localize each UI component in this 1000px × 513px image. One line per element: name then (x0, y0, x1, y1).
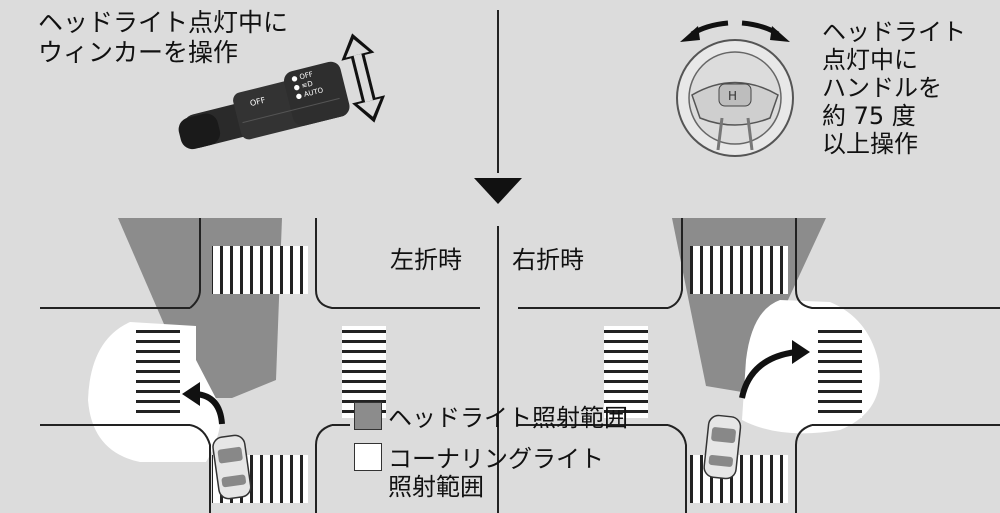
right-crossing-top (690, 246, 788, 294)
left-turn-arrow-head (182, 382, 200, 406)
lever-caption-line-1: ヘッドライト点灯中に (38, 8, 289, 37)
right-car-icon (703, 414, 742, 480)
left-crossing-left (136, 326, 180, 418)
wheel-caption-line-5: 以上操作 (822, 130, 918, 158)
rotation-arrows-icon (690, 20, 780, 37)
lever-stalk-icon (178, 61, 350, 150)
legend-cornering-label-1: コーナリングライト (388, 445, 604, 473)
right-turn-arrow-head (792, 340, 810, 364)
right-turn-panel (518, 218, 1000, 513)
left-turn-panel (40, 218, 480, 513)
wheel-caption: ヘッドライト 点灯中に ハンドルを 約 75 度 以上操作 (822, 18, 966, 158)
car-icon (212, 434, 252, 500)
svg-text:H: H (728, 89, 737, 103)
legend-headlight-swatch (354, 402, 382, 430)
right-turn-label: 右折時 (512, 246, 584, 274)
up-down-arrow-icon (341, 33, 386, 123)
wheel-caption-line-3: ハンドルを (822, 74, 942, 102)
legend-cornering: コーナリングライト 照射範囲 (354, 443, 604, 501)
left-turn-label: 左折時 (390, 246, 462, 274)
wheel-caption-line-4: 約 75 度 (822, 102, 916, 130)
steering-wheel-icon: H (676, 39, 794, 157)
legend-cornering-swatch (354, 443, 382, 471)
right-turn-arrow (739, 349, 797, 399)
wheel-caption-line-2: 点灯中に (822, 46, 918, 74)
lever-off-text: OFF (249, 95, 267, 108)
wheel-caption-line-1: ヘッドライト (822, 18, 966, 46)
lever-caption-line-2: ウィンカーを操作 (38, 38, 239, 67)
right-crossing-right (818, 326, 862, 418)
left-crossing-top (212, 246, 308, 294)
right-crossing-left (604, 326, 648, 418)
lever-caption: ヘッドライト点灯中に ウィンカーを操作 (38, 8, 288, 68)
legend-headlight: ヘッドライト照射範囲 (354, 402, 628, 432)
rotation-arrow-right-head (770, 26, 790, 42)
down-triangle-icon (474, 178, 522, 204)
legend-cornering-label-2: 照射範囲 (388, 473, 484, 501)
legend-headlight-label: ヘッドライト照射範囲 (388, 404, 628, 432)
rotation-arrow-left-head (680, 26, 700, 42)
